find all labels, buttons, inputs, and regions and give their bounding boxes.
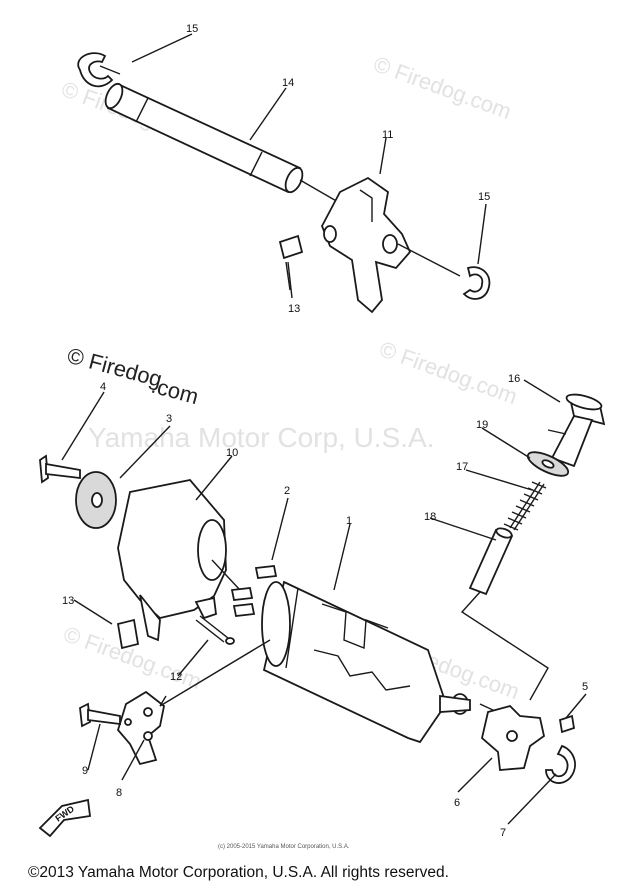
callout-7: 7: [500, 827, 506, 839]
callout-numbers: 15 14 11 15 13 4 3 10 2 1 13 12 9 8 6 7 …: [62, 23, 588, 839]
pin-top: [278, 234, 304, 291]
callout-15-right: 15: [478, 191, 490, 203]
fwd-arrow-icon: FWD: [38, 798, 92, 838]
callout-6: 6: [454, 797, 460, 809]
watermark-firedog-1: © Firedog.com: [370, 51, 514, 124]
callout-16: 16: [508, 373, 520, 385]
callout-3: 3: [166, 413, 172, 425]
cam-plate-8: [116, 690, 165, 766]
callout-4: 4: [100, 381, 106, 393]
callout-2: 2: [284, 485, 290, 497]
segment-holder-10: [117, 479, 241, 642]
watermark-brand: Yamaha Motor Corp, U.S.A.: [88, 422, 435, 453]
callout-17: 17: [456, 461, 468, 473]
circlip-top: [77, 52, 114, 88]
callout-11: 11: [382, 129, 393, 141]
footer-copyright: ©2013 Yamaha Motor Corporation, U.S.A. A…: [28, 864, 449, 881]
callout-10: 10: [226, 447, 238, 459]
shift-shaft: [104, 82, 346, 207]
callout-13-bottom: 13: [62, 595, 74, 607]
screw-4: [39, 454, 81, 484]
watermark-firedog-2: © Firedog.com: [376, 336, 520, 409]
callout-15-top: 15: [186, 23, 198, 35]
washer-19: [526, 451, 570, 477]
callout-1: 1: [346, 515, 352, 527]
washer-3: [75, 471, 117, 529]
callout-8: 8: [116, 787, 122, 799]
dowel-pin-2: [254, 565, 278, 579]
plunger-18: [468, 527, 514, 596]
split-pin-12: [195, 615, 235, 645]
shift-drum-1: [261, 580, 511, 744]
drum-pins: [230, 587, 256, 617]
callout-14: 14: [282, 77, 294, 89]
callout-13-top: 13: [288, 303, 300, 315]
stopper-plate-6: [481, 704, 546, 771]
leader-lines: [61, 33, 587, 825]
screw-9: [79, 702, 121, 728]
watermark-firedog-dark-1: © Firedog: [65, 343, 165, 392]
watermark-firedog-dark-2: .com: [149, 373, 202, 409]
pin-5: [558, 714, 576, 734]
copyright-small: (c) 2005-2015 Yamaha Motor Corporation, …: [218, 844, 350, 850]
spring-17: [503, 481, 547, 531]
callout-12: 12: [170, 671, 182, 683]
callout-9: 9: [82, 765, 88, 777]
callout-5: 5: [582, 681, 588, 693]
pin-bottom: [116, 618, 140, 650]
assembly-path-line: [460, 591, 549, 701]
circlip-7: [545, 744, 576, 784]
shift-lever: [321, 176, 461, 314]
callout-19: 19: [476, 419, 488, 431]
circlip-right: [462, 266, 491, 300]
bolt-16: [547, 393, 606, 468]
callout-18: 18: [424, 511, 436, 523]
